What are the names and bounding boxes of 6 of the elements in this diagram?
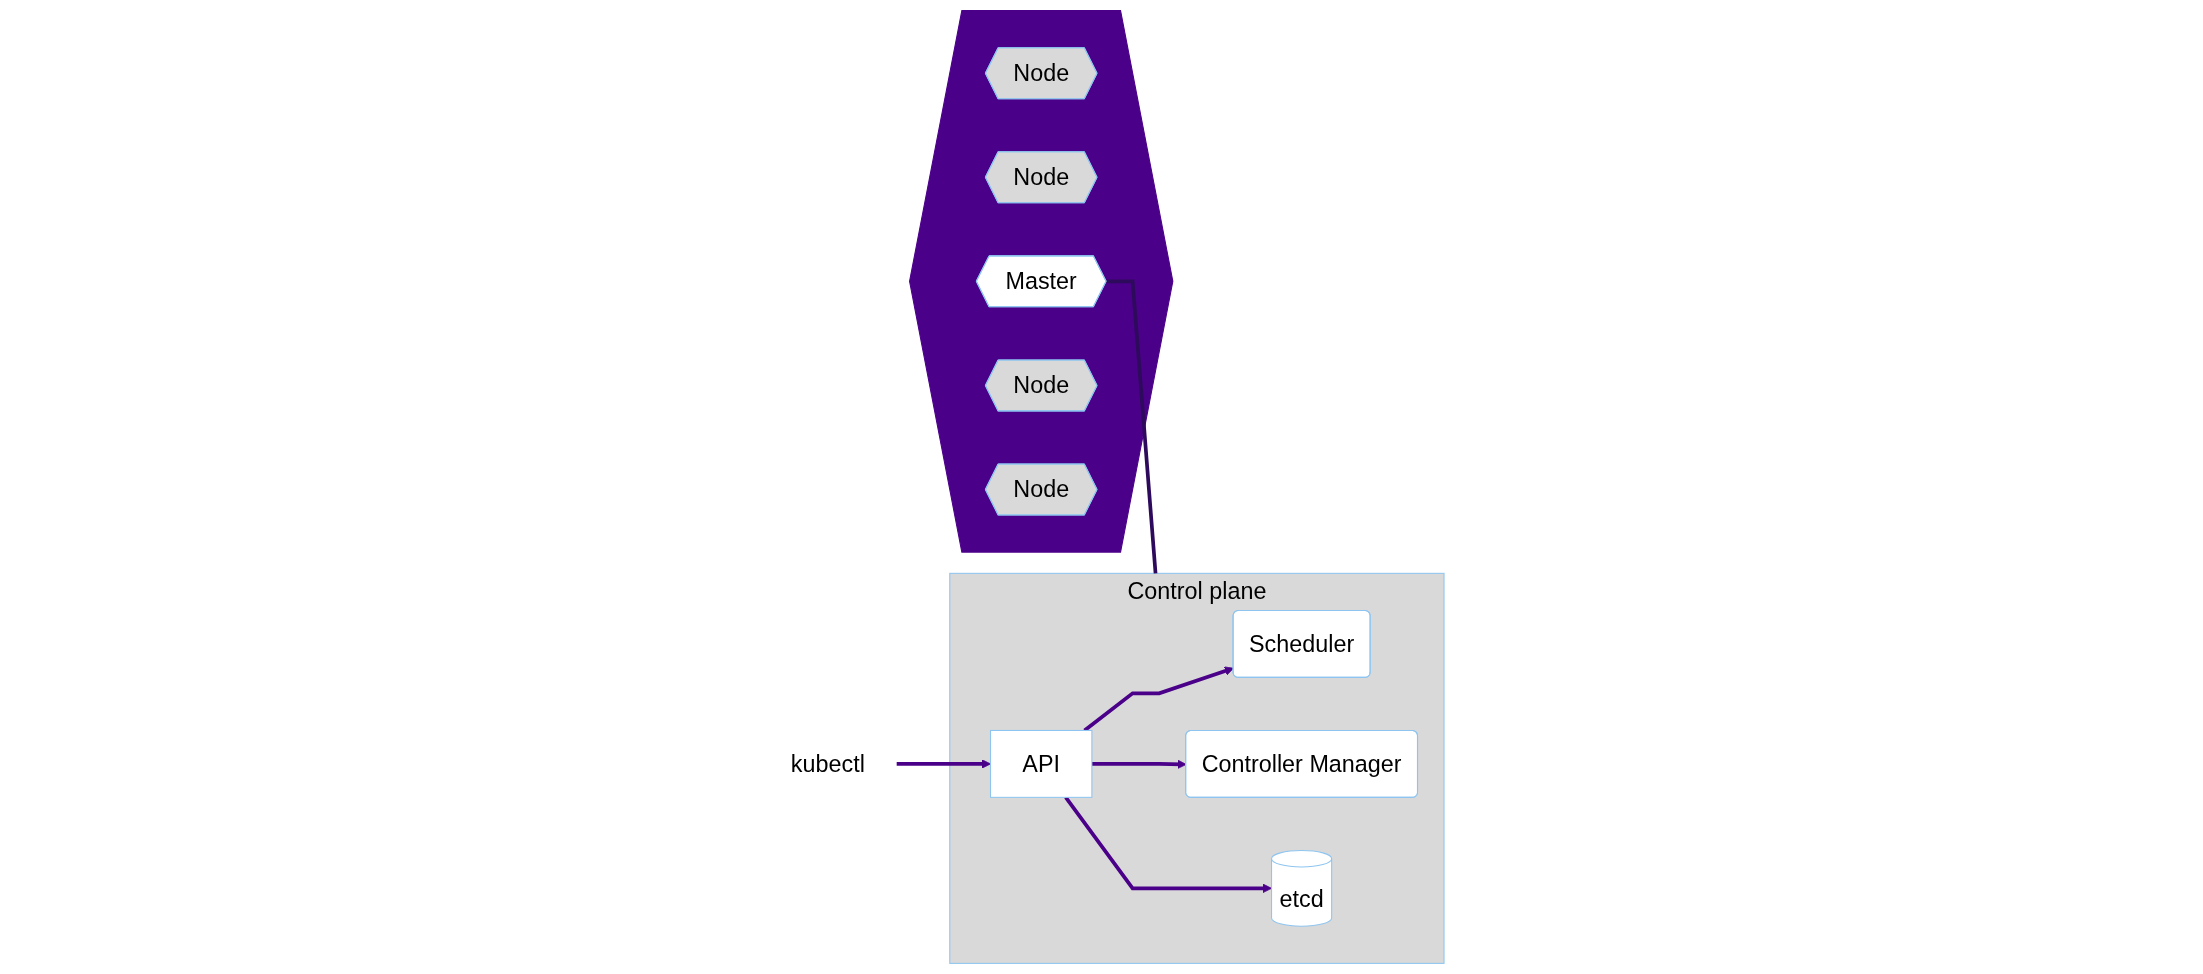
node-box: API <box>990 729 1093 798</box>
connector <box>1106 279 1158 574</box>
arrow <box>896 759 991 769</box>
arrow <box>1064 796 1272 893</box>
cluster <box>909 10 1174 553</box>
node-text: kubectl <box>790 750 865 778</box>
